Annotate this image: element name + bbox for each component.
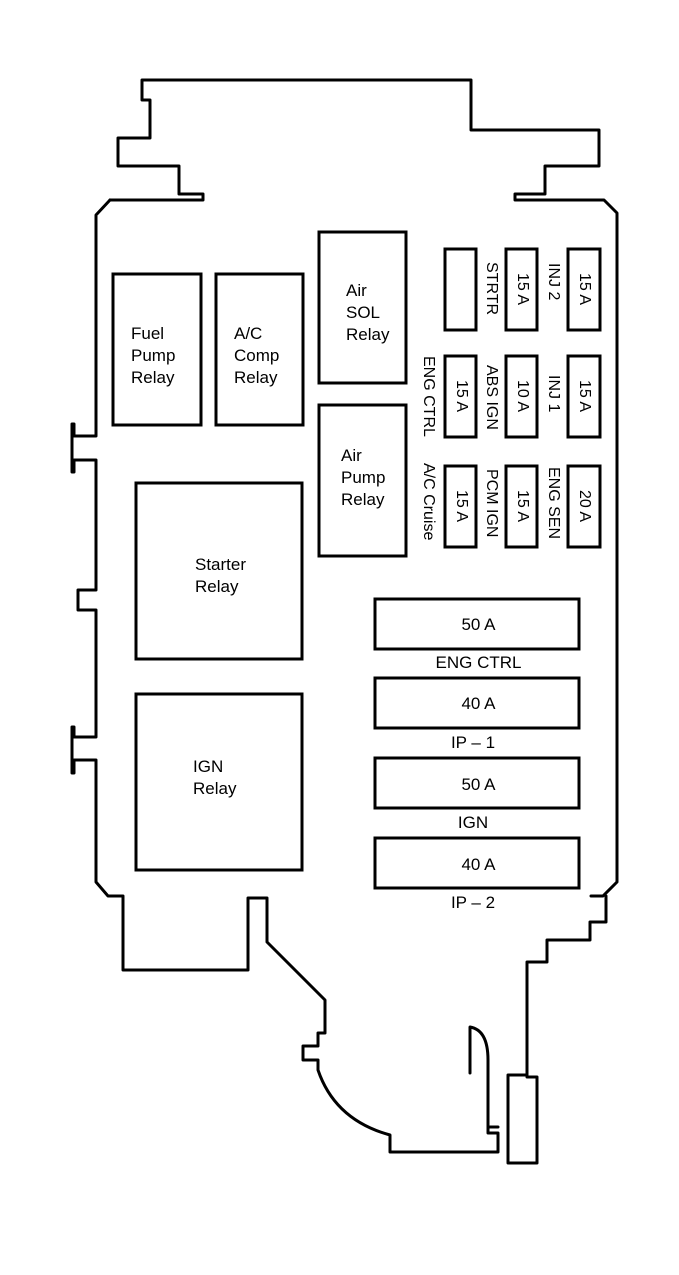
housing-outline bbox=[70, 198, 500, 1154]
maxi-fuse-4-box bbox=[373, 836, 581, 890]
ign-relay-label: IGN Relay bbox=[193, 757, 237, 798]
starter-relay-label: Starter Relay bbox=[195, 555, 247, 596]
fuse-r3c2-box bbox=[504, 464, 539, 549]
fuse-label-eng-sen: ENG SEN bbox=[545, 467, 562, 540]
air-pump-relay-label: Air Pump Relay bbox=[341, 446, 386, 509]
starter-relay-box bbox=[134, 481, 304, 661]
ign-relay-box bbox=[134, 692, 304, 872]
fuse-label-abs-ign: ABS IGN bbox=[483, 365, 500, 430]
fuse-label-inj2: INJ 2 bbox=[545, 263, 562, 301]
fuse-r3c1-rating: 15 A bbox=[453, 490, 470, 523]
fuse-r3c2-rating: 15 A bbox=[514, 490, 531, 523]
fuse-r2c1-box bbox=[443, 354, 478, 439]
maxi-fuse-1-rating: 50 A bbox=[461, 615, 496, 634]
air-pump-relay-box bbox=[317, 403, 408, 558]
fuse-r1c2-rating: 15 A bbox=[514, 273, 531, 306]
maxi-fuse-3-label: IGN bbox=[457, 813, 489, 832]
fuse-r1c3-rating: 15 A bbox=[576, 273, 593, 306]
fuse-r2c2-box bbox=[504, 354, 539, 439]
air-sol-relay-box bbox=[317, 230, 408, 385]
maxi-fuse-1-label: ENG CTRL bbox=[435, 653, 522, 672]
ac-comp-relay-label: A/C Comp Relay bbox=[234, 324, 280, 387]
fuse-r1c2-box bbox=[504, 247, 539, 332]
maxi-fuse-4-rating: 40 A bbox=[461, 855, 496, 874]
maxi-fuse-3-box bbox=[373, 756, 581, 810]
maxi-fuse-2-box bbox=[373, 676, 581, 730]
ac-comp-relay-box bbox=[214, 272, 305, 427]
fuse-r2c3-box bbox=[566, 354, 602, 439]
fuse-r3c3-rating: 20 A bbox=[576, 490, 593, 523]
fuse-label-eng-ctrl: ENG CTRL bbox=[420, 356, 437, 437]
maxi-fuse-2-rating: 40 A bbox=[461, 694, 496, 713]
maxi-fuse-4-label: IP – 2 bbox=[450, 893, 496, 912]
housing-top bbox=[108, 78, 619, 898]
fuse-label-inj1: INJ 1 bbox=[545, 375, 562, 413]
fuse-label-ac-cruise: A/C Cruise bbox=[420, 463, 437, 541]
fuse-r3c3-box bbox=[566, 464, 602, 549]
fuse-r1c1-box bbox=[443, 247, 478, 332]
fuse-label-pcm-ign: PCM IGN bbox=[483, 469, 500, 538]
fuel-pump-relay-label: Fuel Pump Relay bbox=[131, 324, 176, 387]
fuse-r1c3-box bbox=[566, 247, 602, 332]
fuse-r2c3-rating: 15 A bbox=[576, 380, 593, 413]
fuel-pump-relay-box bbox=[111, 272, 203, 427]
maxi-fuse-1-box bbox=[373, 597, 581, 651]
maxi-fuse-3-rating: 50 A bbox=[461, 775, 496, 794]
fuse-label-strtr: STRTR bbox=[483, 262, 500, 316]
fuse-r3c1-box bbox=[443, 464, 478, 549]
fuse-r2c1-rating: 15 A bbox=[453, 380, 470, 413]
air-sol-relay-label: Air SOL Relay bbox=[346, 281, 390, 344]
fuse-r2c2-rating: 10 A bbox=[514, 380, 531, 413]
maxi-fuse-2-label: IP – 1 bbox=[450, 733, 496, 752]
housing-right-tail bbox=[506, 894, 608, 1165]
